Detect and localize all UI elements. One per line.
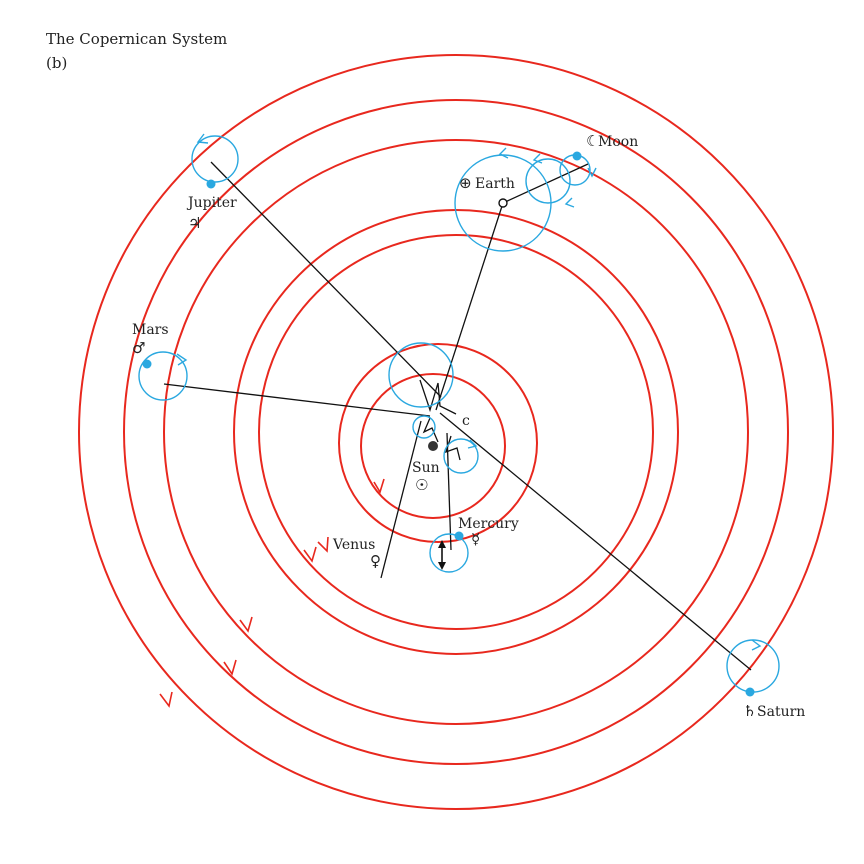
saturn-label: Saturn [757,704,805,720]
diagram-title: The Copernican System [46,30,227,48]
mercury-small-arrow [467,439,478,449]
earth-label: Earth [475,176,515,192]
earth-marker [498,198,508,208]
mercury-dot [454,531,464,541]
orbit-arrows [159,478,385,708]
orbits [78,54,834,810]
mars-line [163,383,431,417]
planet-markers [142,151,755,697]
diagram-subtitle: (b) [46,54,67,72]
mercury-symbol: ☿ [471,530,480,548]
saturn-symbol: ♄ [743,702,756,720]
saturn-epicycle-arrow [751,639,762,651]
sun-label: Sun [412,460,440,476]
mercury-outer-orbit [338,343,538,543]
mars-orbit-arrow [239,616,253,633]
moon-epicycle-arrow [532,153,543,164]
saturn-orbit-arrow [159,691,173,708]
saturn-epicycle [726,639,780,693]
mercury-label: Mercury [458,516,519,532]
labels: ☾ Moon ⊕ Earth Jupiter ♃ Mars ♂ c Sun ☉ … [132,132,805,720]
venus-orbit [258,234,654,630]
mars-epicycle-arrow [176,353,188,366]
mars-epicycle [138,351,188,401]
moon-dot [572,151,582,161]
mars-orbit [163,139,749,725]
moon-line [502,163,589,204]
mars-dot [142,359,152,369]
jupiter-epicycle-arrow [196,133,209,144]
jupiter-symbol: ♃ [188,214,201,232]
construction-lines [163,161,752,671]
mercury-small-epicycle [443,438,479,474]
venus-label: Venus [332,537,375,553]
earth-orbit-arrow [303,546,317,563]
mercury-epicycle [429,533,469,573]
earth-epicycle-arrow [498,147,509,159]
mercury-libration-arrow [438,540,446,570]
venus-line [380,420,422,579]
zigzag-upper [419,379,457,415]
moon-label: Moon [598,134,638,150]
venus-orbit-arrow [317,536,329,553]
jupiter-orbit-arrow [223,659,237,676]
moon-symbol: ☾ [586,132,599,150]
venus-epicycle [412,415,436,439]
zigzag-lower [422,417,439,443]
mercury-orbit-arrow [373,478,385,494]
saturn-line [439,412,752,671]
jupiter-orbit [123,99,789,765]
earth-line [435,202,504,411]
mercury-inner-orbit [360,373,506,519]
jupiter-label: Jupiter [186,195,237,211]
venus-symbol: ♀ [370,552,381,570]
center-label: c [462,413,470,429]
center-epicycle [388,342,454,408]
mars-label: Mars [132,322,169,338]
saturn-dot [745,687,755,697]
epicycles [138,135,780,693]
jupiter-dot [206,179,216,189]
mercury-line [446,432,452,551]
jupiter-line [210,161,442,398]
moon-lower-arrow [564,197,575,208]
moon-small-arrow [587,167,597,178]
sun-dot [428,441,438,451]
earth-symbol: ⊕ [459,174,472,192]
moon-epicycle-large [525,158,571,204]
mars-symbol: ♂ [132,339,145,357]
sun-symbol: ☉ [415,476,428,494]
epicycle-arrows [176,133,762,651]
earth-orbit [233,209,679,655]
saturn-orbit [78,54,834,810]
